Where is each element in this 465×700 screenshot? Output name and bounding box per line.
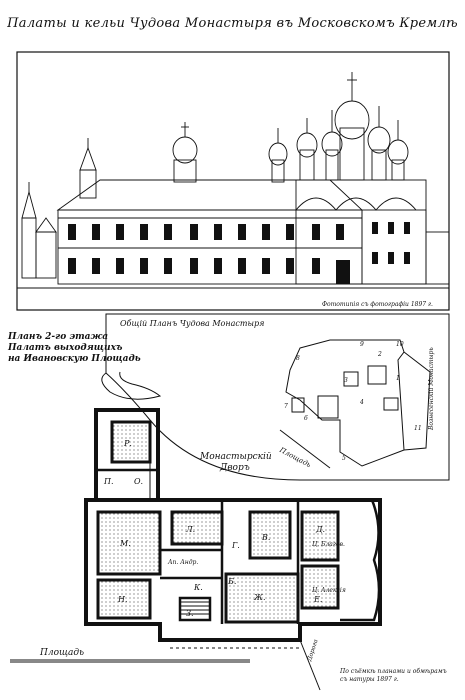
gp-num-5: 5 [342, 455, 346, 462]
caption-line-1: Планъ 2-го этажа [8, 332, 109, 342]
courtyard-label: Монастырскій Дворъ [200, 452, 272, 474]
note-alexis: Ц. Алексія [312, 587, 346, 594]
room-z: З. [186, 609, 194, 618]
gp-num-9: 9 [360, 341, 364, 348]
gp-num-10: 10 [396, 341, 404, 348]
gp-num-8: 8 [296, 355, 300, 362]
floor-plan-caption: Планъ 2-го этажа Палатъ выходящихъ на Ив… [8, 332, 141, 365]
gp-num-1: 1 [396, 375, 400, 382]
room-e: Е. [313, 595, 322, 604]
gp-num-7: 7 [284, 403, 288, 410]
gp-num-11: 11 [414, 425, 422, 432]
room-b: Б. [227, 577, 236, 586]
room-zh: Ж. [253, 593, 266, 602]
room-n: Н. [117, 595, 128, 604]
note-apostle: Ап. Андр. [167, 559, 198, 566]
room-d: Д. [315, 525, 325, 534]
facade-credit: Фототипія съ фотографіи 1897 г. [322, 301, 433, 308]
caption-line-3: на Ивановскую Площадь [8, 354, 141, 364]
room-k: К. [193, 583, 203, 592]
note-annunciation: Ц. Благов. [312, 541, 345, 548]
room-r: Р. [123, 439, 132, 448]
courtyard-line-2: Дворъ [220, 463, 250, 473]
courtyard-line-1: Монастырскій [200, 452, 272, 462]
gp-num-6: 6 [304, 415, 308, 422]
general-plan-title: Общій Планъ Чудова Монастыря [120, 319, 265, 328]
survey-line-2: съ натуры 1897 г. [340, 676, 399, 683]
room-v: В. [261, 533, 270, 542]
room-o: О. [134, 477, 143, 486]
floor-plan-square: Площадь [40, 648, 84, 658]
caption-line-2: Палатъ выходящихъ [8, 343, 123, 353]
room-l: Л. [185, 525, 195, 534]
survey-note: По съёмкѣ планами и обмѣрамъ съ натуры 1… [340, 668, 447, 684]
gp-num-3: 3 [344, 377, 348, 384]
room-g: Г. [231, 541, 240, 550]
gp-num-2: 2 [377, 351, 382, 358]
survey-line-1: По съёмкѣ планами и обмѣрамъ [340, 668, 447, 675]
room-m: М. [119, 539, 131, 548]
room-p: П. [103, 477, 114, 486]
gp-num-4: 4 [359, 399, 364, 406]
page-title: Палаты и кельи Чудова Монастыря въ Моско… [7, 16, 458, 31]
